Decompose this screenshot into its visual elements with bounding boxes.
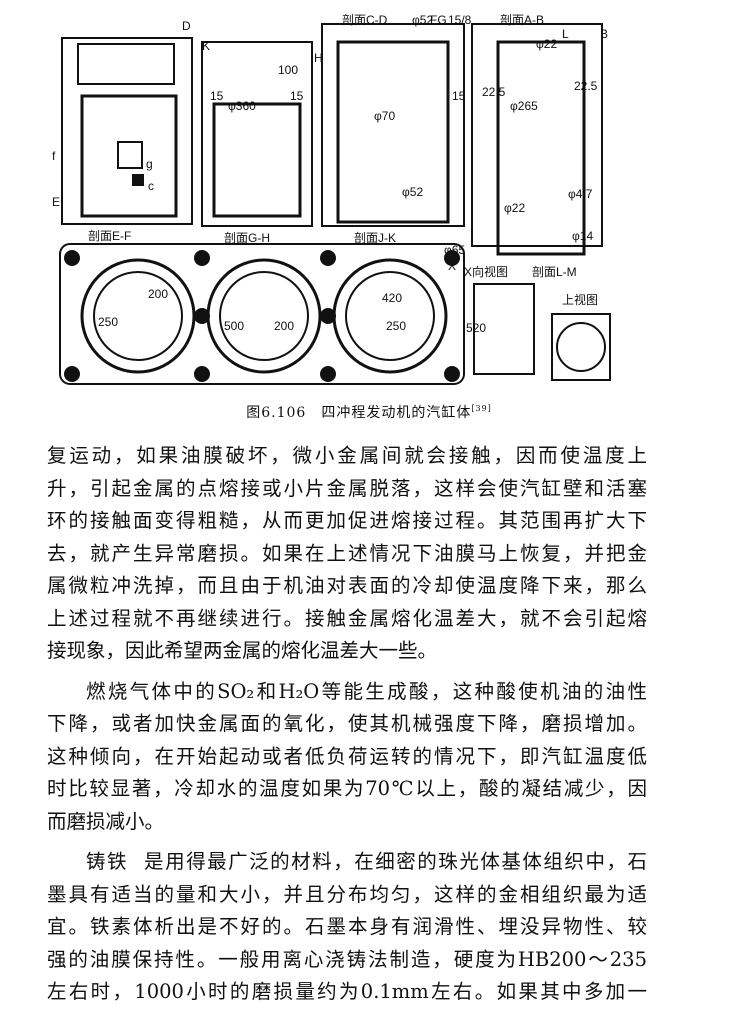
label-phi14: φ14 bbox=[572, 229, 593, 243]
view-gh-outline bbox=[201, 41, 313, 227]
view-jk-outline bbox=[321, 23, 465, 227]
label-section-ab: 剖面A-B bbox=[500, 14, 544, 27]
text-line: 强的油膜保持性。一般用离心浇铸法制造，硬度为HB200～235 bbox=[47, 947, 647, 971]
figure-caption-text: 图6.106 四冲程发动机的汽缸体 bbox=[246, 405, 472, 421]
label-fg: FG bbox=[430, 14, 447, 27]
label-b: B bbox=[600, 27, 608, 41]
bore-inner-1 bbox=[93, 271, 183, 361]
body-text: 复运动，如果油膜破坏，微小金属间就会接触，因而使温度上 升，引起金属的点熔接或小… bbox=[47, 440, 647, 1009]
label-frac: 15/8 bbox=[448, 14, 472, 27]
label-top-view: 上视图 bbox=[562, 292, 598, 307]
label-phi52-mid: φ52 bbox=[402, 185, 423, 199]
label-phi47: φ4/7 bbox=[568, 187, 593, 201]
label-phi70: φ70 bbox=[374, 109, 395, 123]
text-line: 而磨损减小。 bbox=[47, 809, 165, 833]
figure-caption-ref: [39] bbox=[471, 404, 492, 413]
view-ab-liner bbox=[496, 40, 586, 256]
bore-inner-2 bbox=[219, 271, 309, 361]
label-dim-520: 520 bbox=[466, 321, 486, 335]
bore-circle-2 bbox=[206, 258, 322, 374]
bolt-hole bbox=[132, 174, 144, 186]
label-section-jk: 剖面J-K bbox=[354, 231, 396, 245]
bolt-hole bbox=[194, 308, 210, 324]
text-line: 下降，或者加快金属面的氧化，使其机械强度下降，磨损增加。 bbox=[47, 712, 647, 735]
bolt-hole bbox=[444, 250, 460, 266]
bolt-hole bbox=[320, 250, 336, 266]
label-section-lm: 剖面L-M bbox=[532, 265, 577, 279]
label-dim-15-a: 15 bbox=[210, 89, 224, 103]
text-line: 去，就产生异常磨损。如果在上述情况下油膜马上恢复，并把金 bbox=[47, 541, 647, 565]
text-line: 升，引起金属的点熔接或小片金属脱落，这样会使汽缸壁和活塞 bbox=[47, 476, 647, 500]
label-phi52-top: φ52 bbox=[412, 14, 433, 27]
bolt-hole bbox=[194, 366, 210, 382]
label-dim-200-b: 200 bbox=[274, 319, 294, 333]
label-phi22-mid: φ22 bbox=[504, 201, 525, 215]
text-line: 上述过程就不再继续进行。接触金属熔化温差大，就不会引起熔 bbox=[47, 606, 647, 630]
label-c: c bbox=[148, 179, 154, 193]
label-h: H bbox=[314, 51, 323, 65]
text-line: 宜。铁素体析出是不好的。石墨本身有润滑性、埋没异物性、较 bbox=[47, 915, 647, 938]
text-line: 左右时，1000小时的磨损量约为0.1mm左右。如果其中多加一 bbox=[47, 980, 647, 1003]
top-view-bore bbox=[556, 322, 606, 372]
label-dim-420: 420 bbox=[382, 291, 402, 305]
label-phi360: φ360 bbox=[228, 99, 256, 113]
label-phi22-top: φ22 bbox=[536, 37, 557, 51]
bore-circle-3 bbox=[332, 258, 448, 374]
label-g: g bbox=[146, 157, 153, 171]
bore-inner-3 bbox=[345, 271, 435, 361]
label-e: E bbox=[52, 195, 60, 209]
text-line: 铸铁是用得最广泛的材料，在细密的珠光体基体组织中，石 bbox=[47, 846, 647, 879]
view-ab-outline bbox=[471, 23, 603, 247]
text-line: 墨具有适当的量和大小，并且分布均匀，这样的金相组织最为适 bbox=[47, 882, 647, 906]
text-line: 燃烧气体中的SO₂和H₂O等能生成酸，这种酸使机油的油性 bbox=[86, 679, 647, 703]
label-dim-250-a: 250 bbox=[98, 315, 118, 329]
figure-caption: 图6.106 四冲程发动机的汽缸体[39] bbox=[0, 402, 738, 422]
bolt-hole bbox=[444, 366, 460, 382]
view-ef-inner-top bbox=[77, 43, 175, 85]
text-line: 复运动，如果油膜破坏，微小金属间就会接触，因而使温度上 bbox=[47, 444, 647, 467]
label-phi265: φ265 bbox=[510, 99, 538, 113]
label-dim-200-a: 200 bbox=[148, 287, 168, 301]
view-gh-bore bbox=[212, 102, 302, 218]
view-ef-inner-body bbox=[80, 94, 178, 218]
plan-view-outline bbox=[59, 243, 465, 385]
label-dim-500: 500 bbox=[224, 319, 244, 333]
label-k: K bbox=[202, 39, 210, 53]
bolt-hole bbox=[194, 250, 210, 266]
label-x-view: X向视图 bbox=[464, 264, 508, 279]
label-x: X bbox=[448, 259, 456, 273]
label-l: L bbox=[562, 27, 569, 41]
view-ef-port bbox=[117, 141, 143, 169]
label-section-gh: 剖面G-H bbox=[224, 231, 270, 245]
text-line: 属微粒冲洗掉，而且由于机油对表面的冷却使温度降下来，那么 bbox=[47, 574, 647, 597]
text-line: 这种倾向，在开始起动或者低负荷运转的情况下，即汽缸温度低 bbox=[47, 744, 647, 768]
paragraph-keyword: 铸铁 bbox=[86, 850, 129, 873]
label-dim-15-c: 15 bbox=[452, 89, 466, 103]
bolt-hole bbox=[320, 366, 336, 382]
label-dim-250-b: 250 bbox=[386, 319, 406, 333]
label-f: f bbox=[52, 149, 56, 163]
label-phi65: φ65 bbox=[444, 243, 465, 257]
view-ef-outline bbox=[61, 37, 193, 225]
text-line: 环的接触面变得粗糙，从而更加促进熔接过程。其范围再扩大下 bbox=[47, 509, 647, 532]
x-view-outline bbox=[473, 283, 535, 375]
text-line: 接现象，因此希望两金属的熔化温差大一些。 bbox=[47, 639, 438, 662]
bolt-hole bbox=[320, 308, 336, 324]
bolt-hole bbox=[64, 250, 80, 266]
text-line: 时比较显著，冷却水的温度如果为70℃以上，酸的凝结减少，因 bbox=[47, 777, 647, 800]
label-dim-100: 100 bbox=[278, 63, 298, 77]
label-d: D bbox=[182, 19, 191, 33]
label-dim-225-b: 22.5 bbox=[574, 79, 598, 93]
view-jk-bore bbox=[336, 40, 450, 224]
label-section-cd: 剖面C-D bbox=[342, 14, 388, 27]
engine-cylinder-block-drawing: 剖面C-D φ52 FG 15/8 剖面A-B φ22 D K H L B 15… bbox=[52, 14, 611, 385]
bolt-hole bbox=[64, 366, 80, 382]
label-section-ef: 剖面E-F bbox=[88, 229, 131, 243]
paragraph-first-line: 是用得最广泛的材料，在细密的珠光体基体组织中，石 bbox=[144, 850, 647, 873]
label-dim-15-b: 15 bbox=[290, 89, 304, 103]
top-view-outline bbox=[551, 313, 611, 381]
label-dim-225-a: 22.5 bbox=[482, 85, 506, 99]
